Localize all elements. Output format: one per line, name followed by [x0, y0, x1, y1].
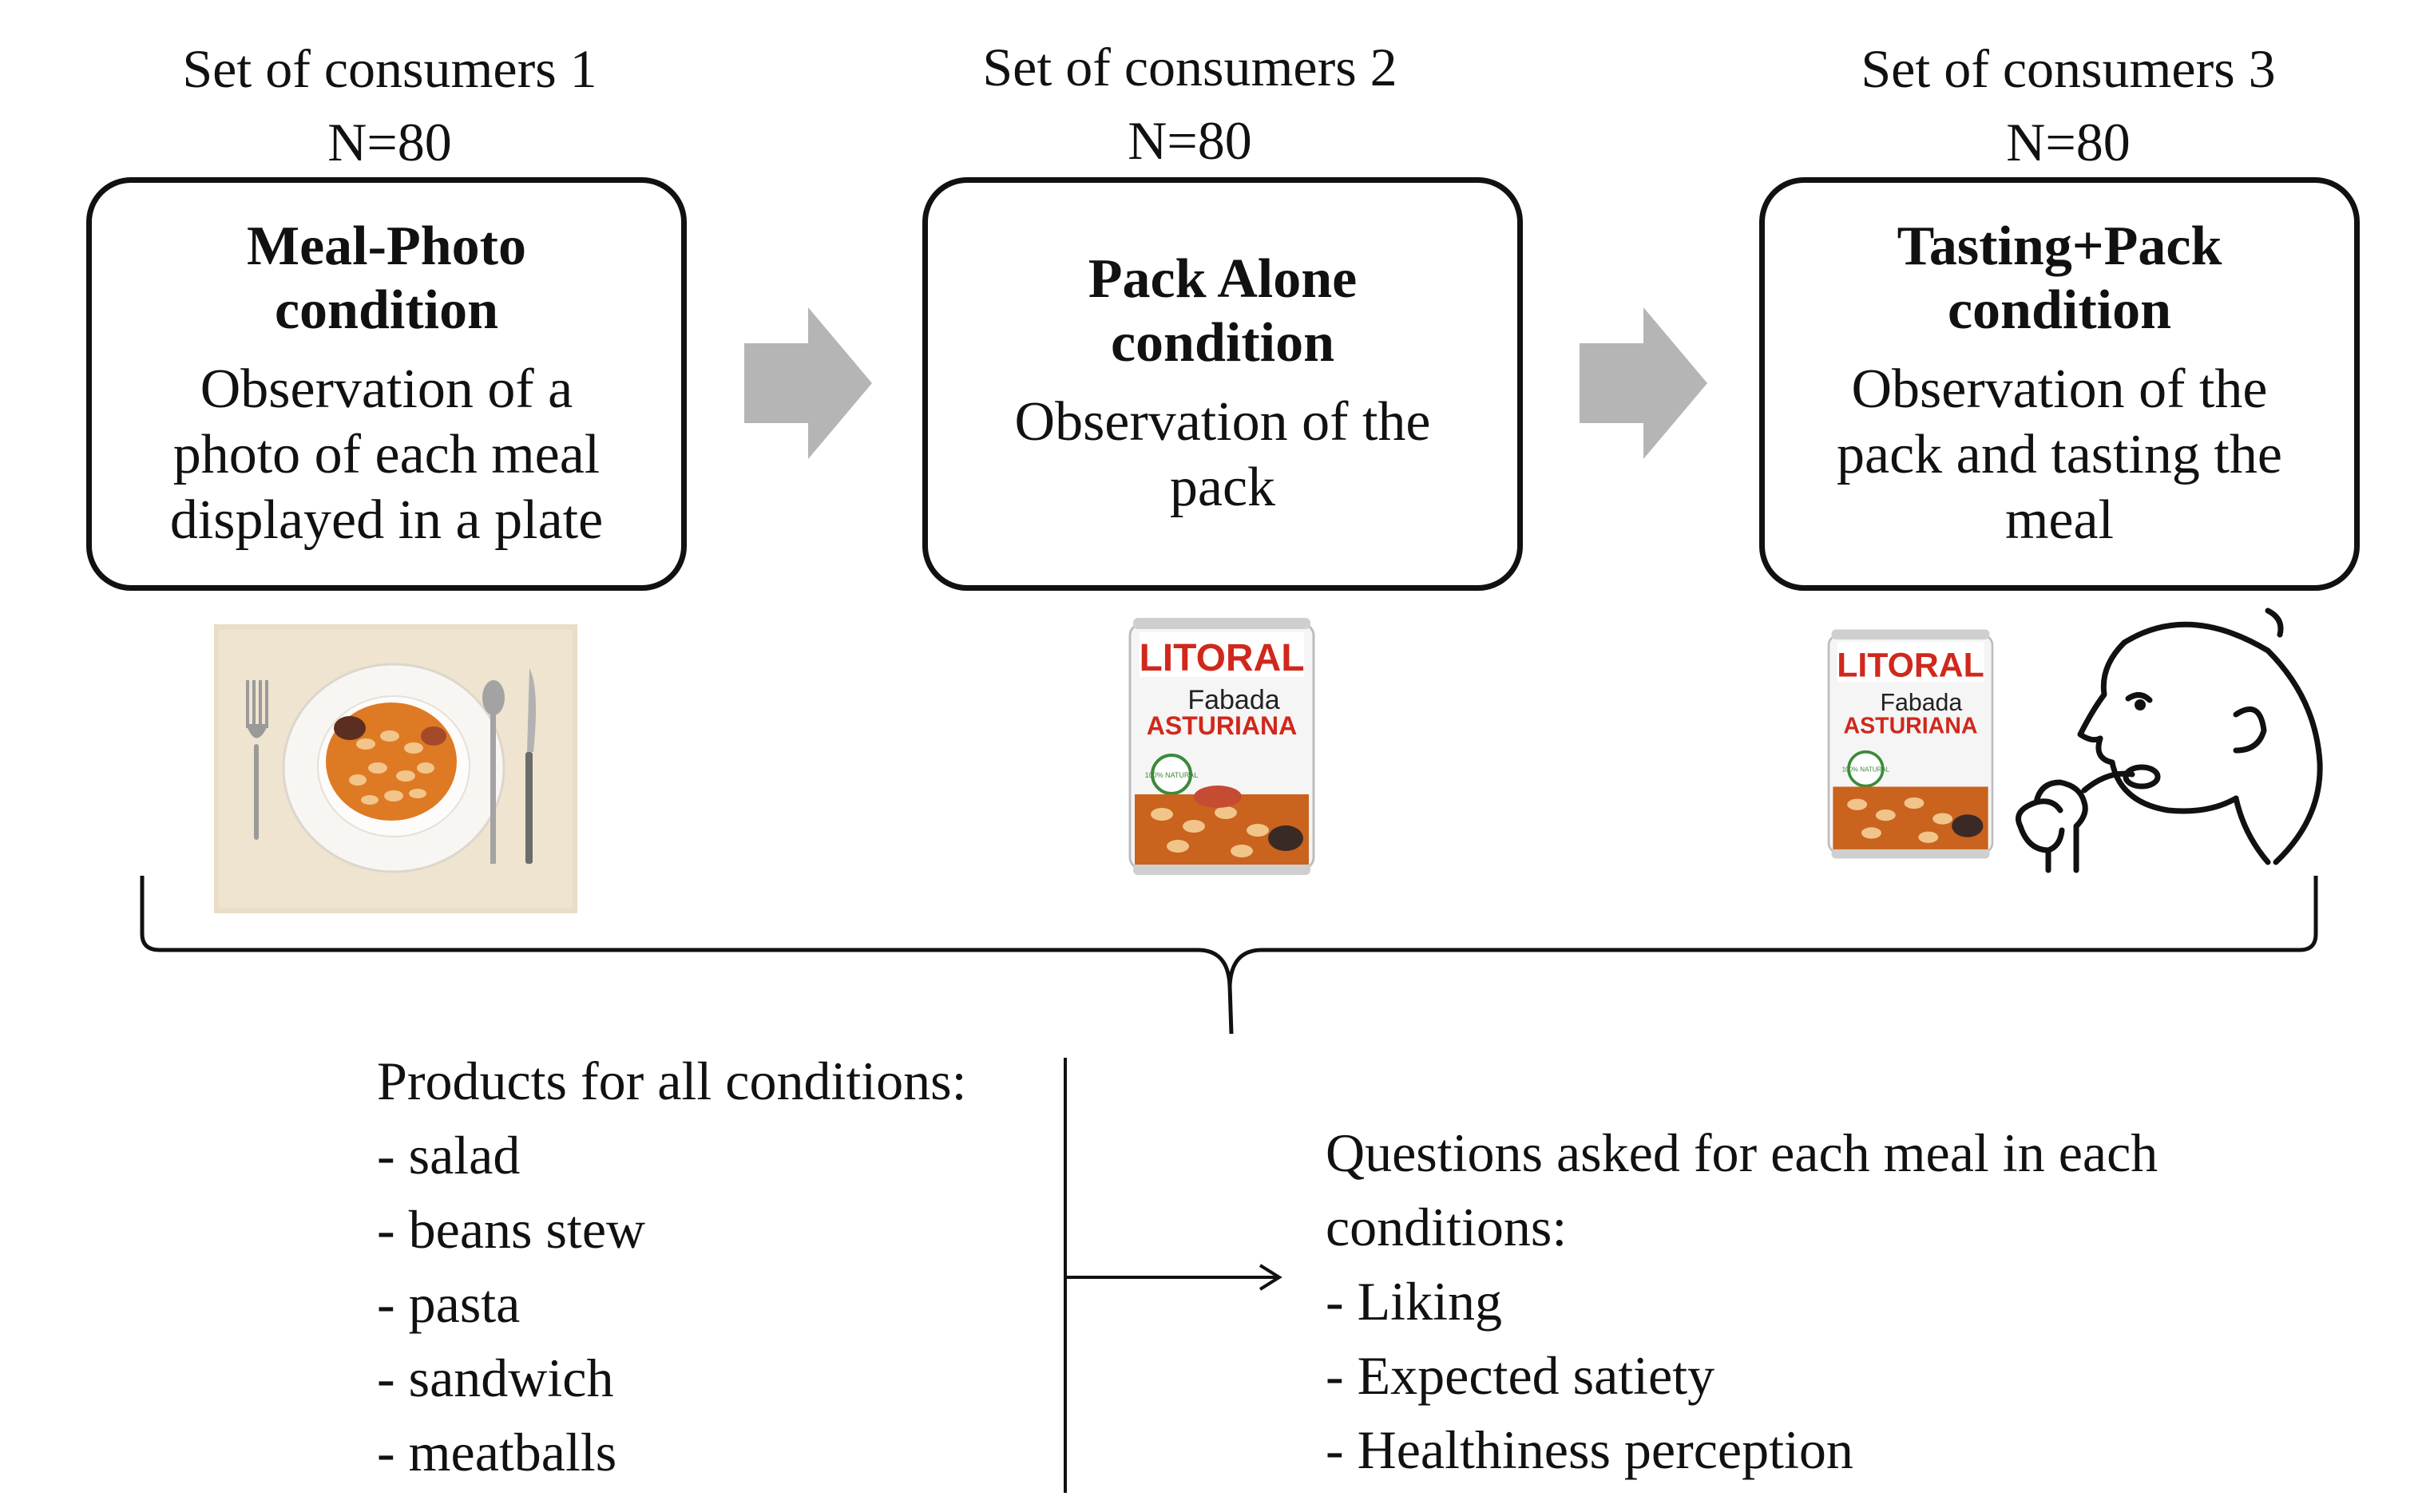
- product-item: - sandwich: [377, 1348, 614, 1408]
- can-line2: ASTURIANA: [1147, 711, 1297, 740]
- meal-plate-photo: [214, 624, 577, 913]
- can-brand: LITORAL: [1837, 646, 1984, 684]
- can-line1: Fabada: [1880, 690, 1962, 716]
- condition-description: Observation of the pack: [1014, 391, 1431, 518]
- can-badge: 100% NATURAL: [1842, 766, 1890, 774]
- set-3-title: Set of consumers 3: [1861, 38, 2276, 99]
- condition-box-pack-alone: Pack Alone condition Observation of the …: [922, 177, 1523, 591]
- can-line1: Fabada: [1187, 685, 1279, 715]
- condition-title: Pack Alone condition: [1088, 248, 1358, 374]
- condition-title: Tasting+Pack condition: [1897, 216, 2222, 341]
- set-3-header: Set of consumers 3 N=80: [1765, 32, 2372, 179]
- question-item: - Healthiness perception: [1326, 1419, 1853, 1480]
- condition-title: Meal-Photo condition: [247, 216, 526, 341]
- product-item: - meatballs: [377, 1422, 617, 1482]
- products-heading: Products for all conditions:: [377, 1051, 967, 1111]
- grouping-brace: [140, 876, 2318, 1035]
- set-3-n: N=80: [2006, 112, 2131, 172]
- person-tasting-icon: [2016, 608, 2323, 873]
- can-icon: LITORAL Fabada ASTURIANA 100% NATURAL: [1827, 629, 1994, 859]
- set-2-title: Set of consumers 2: [982, 37, 1397, 97]
- questions-heading: Questions asked for each meal in each: [1326, 1122, 2158, 1183]
- set-1-header: Set of consumers 1 N=80: [86, 32, 693, 179]
- products-list: Products for all conditions: - salad - b…: [377, 1044, 966, 1490]
- set-2-header: Set of consumers 2 N=80: [886, 30, 1493, 177]
- set-2-n: N=80: [1128, 110, 1252, 171]
- condition-box-meal-photo: Meal-Photo condition Observation of a ph…: [86, 177, 687, 591]
- can-badge: 100% NATURAL: [1145, 771, 1199, 779]
- questions-heading-cont: conditions:: [1326, 1197, 1568, 1257]
- can-brand: LITORAL: [1139, 637, 1304, 679]
- product-item: - pasta: [377, 1273, 521, 1334]
- arrow-right-icon: [744, 307, 872, 459]
- product-item: - salad: [377, 1125, 521, 1185]
- can-line2: ASTURIANA: [1844, 714, 1978, 739]
- connector-arrow: [1064, 1058, 1282, 1493]
- set-1-title: Set of consumers 1: [182, 38, 597, 99]
- question-item: - Liking: [1326, 1271, 1502, 1332]
- set-1-n: N=80: [327, 112, 452, 172]
- can-icon: LITORAL Fabada ASTURIANA 100% NATURAL: [1128, 618, 1315, 875]
- condition-box-tasting-pack: Tasting+Pack condition Observation of th…: [1759, 177, 2360, 591]
- arrow-right-icon: [1580, 307, 1707, 459]
- product-item: - beans stew: [377, 1199, 646, 1260]
- condition-description: Observation of the pack and tasting the …: [1837, 358, 2282, 551]
- condition-description: Observation of a photo of each meal disp…: [169, 358, 604, 551]
- questions-list: Questions asked for each meal in each co…: [1326, 1116, 2158, 1487]
- question-item: - Expected satiety: [1326, 1345, 1715, 1406]
